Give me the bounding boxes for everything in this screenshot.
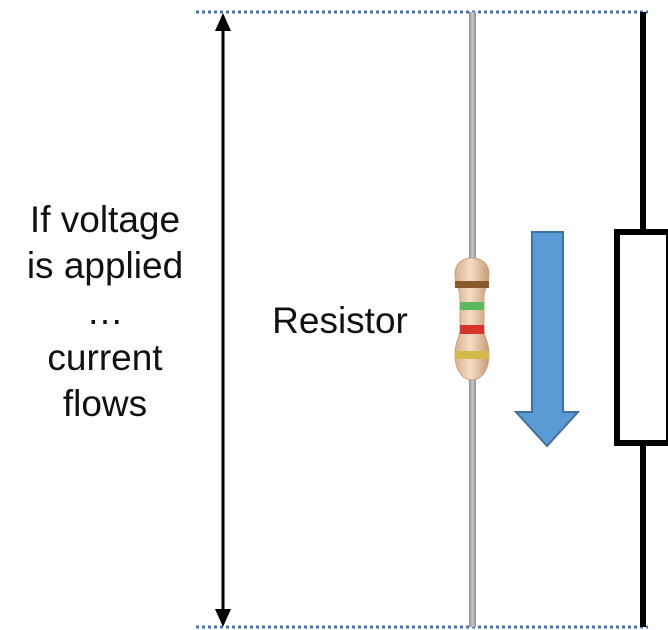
schematic-resistor-box [614,229,668,446]
caption-line-1: If voltage [29,199,181,240]
double-headed-arrow-icon [215,13,231,627]
resistor-photo-icon [454,12,490,627]
color-band-2 [460,302,484,310]
color-band-1 [455,281,489,288]
caption-line-5: flows [62,383,148,424]
resistor-symbol-icon [614,12,668,627]
caption-line-3: … [86,291,124,332]
down-arrow-icon [513,231,581,448]
resistor-body [454,257,490,381]
voltage-caption: If voltage is applied … current flows [0,197,210,427]
color-band-4 [455,351,489,359]
color-band-3 [460,325,484,334]
resistor-label: Resistor [272,300,408,341]
caption-line-4: current [47,337,163,378]
caption-line-2: is applied [26,245,184,286]
